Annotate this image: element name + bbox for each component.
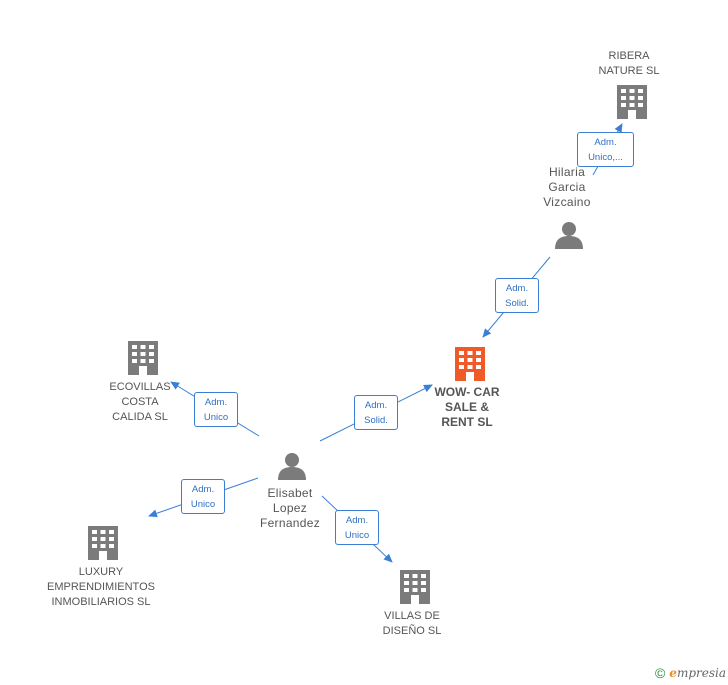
luxury-building-icon[interactable] (88, 526, 118, 560)
wow-label[interactable]: WOW- CAR SALE & RENT SL (434, 385, 500, 429)
hilaria-person-icon[interactable] (555, 222, 583, 249)
edge-label-hilaria-wow: Adm. Solid. (495, 278, 539, 313)
wow-building-icon[interactable] (455, 347, 485, 381)
edge-label-hilaria-ribera: Adm. Unico,... (577, 132, 634, 167)
elisabet-label[interactable]: Elisabet Lopez Fernandez (259, 486, 321, 530)
footer-brand: © empresia (655, 665, 726, 681)
ecovillas-label[interactable]: ECOVILLAS COSTA CALIDA SL (109, 381, 171, 423)
hilaria-label[interactable]: Hilaria Garcia Vizcaino (543, 165, 591, 209)
edge-label-elisabet-ecovillas: Adm. Unico (194, 392, 238, 427)
ribera-building-icon[interactable] (617, 85, 647, 119)
edge-label-elisabet-luxury: Adm. Unico (181, 479, 225, 514)
elisabet-person-icon[interactable] (278, 453, 306, 480)
ribera-label[interactable]: RIBERA NATURE SL (598, 50, 660, 77)
edge-label-elisabet-villas: Adm. Unico (335, 510, 379, 545)
copyright-icon: © (654, 665, 666, 681)
villas-label[interactable]: VILLAS DE DISEÑO SL (382, 610, 442, 637)
luxury-label[interactable]: LUXURY EMPRENDIMIENTOS INMOBILIARIOS SL (47, 566, 155, 608)
ecovillas-building-icon[interactable] (128, 341, 158, 375)
brand-logo: empresia (669, 666, 726, 680)
edge-label-elisabet-wow: Adm. Solid. (354, 395, 398, 430)
villas-building-icon[interactable] (400, 570, 430, 604)
